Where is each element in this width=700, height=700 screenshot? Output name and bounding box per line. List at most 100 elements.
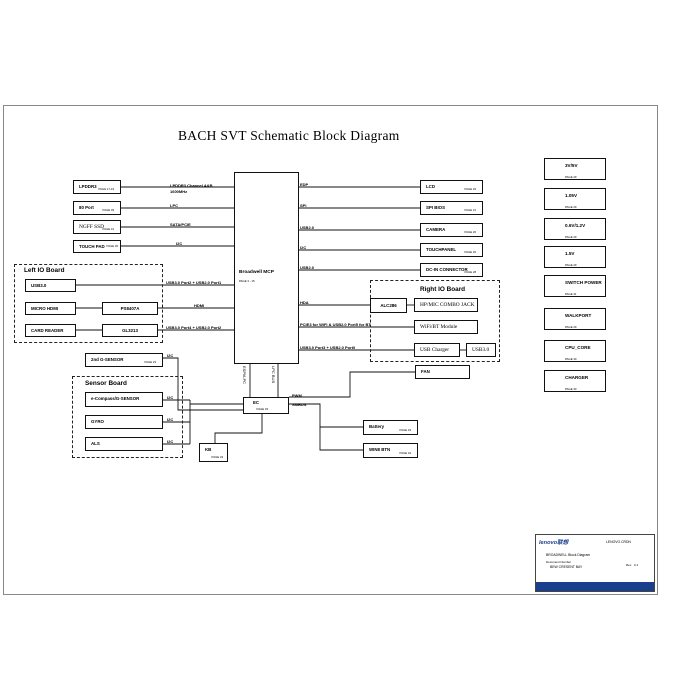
block-fan: FAN	[415, 365, 470, 379]
block-label: SPI BIOS	[426, 205, 446, 210]
block-label: PS8407A	[120, 306, 140, 311]
block-page: PAGE 34	[399, 451, 411, 455]
rail-page: PAGE 29	[565, 205, 577, 209]
block-camera: CAMERA PAGE 26	[420, 223, 483, 237]
block-page: PAGE 36	[106, 244, 118, 248]
block-label: GL3213	[122, 328, 138, 333]
rail-walkport: WALKPORT PAGE 29	[544, 308, 606, 330]
block-page: PAGE 31	[102, 227, 114, 231]
rail-page: PAGE 29	[565, 175, 577, 179]
signal-card: USB3.0 Port4 + USB2.0 Port2	[166, 325, 222, 330]
signal-i2c-ecompass: I2C	[167, 395, 174, 400]
doc-number-label: Document Number	[546, 560, 572, 564]
block-label: CAMERA	[426, 227, 446, 232]
block-win8-btn: WIN8 BTN PAGE 34	[363, 443, 418, 458]
rail-label: WALKPORT	[565, 313, 592, 318]
block-broadwell-mcp: Broadwell MCP PAGE 3 - 15	[234, 172, 299, 364]
block-touchpanel: TOUCHPANEL PAGE 26	[420, 243, 483, 257]
rail-label: CHARGER	[565, 375, 589, 380]
signal-sata-pcie: SATA/PCIE	[170, 222, 191, 227]
left-io-board	[14, 264, 163, 343]
wire-gsensor-ec	[163, 357, 243, 411]
block-micro-hdmi: MICRO HDMI	[25, 302, 76, 315]
block-label: LPDDR3	[79, 184, 97, 189]
rail-page: PAGE 29	[565, 235, 577, 239]
block-label: DC-IN CONNECTOR	[426, 267, 468, 272]
block-label: LCD	[426, 184, 436, 189]
signal-lpc-bus: LPC BUS	[271, 366, 276, 384]
rail-page: PAGE 30	[565, 387, 577, 391]
block-label: WIN8 BTN	[369, 447, 391, 452]
rail-label: SWITCH POWER	[565, 280, 602, 285]
signal-smbus: SMBUS	[292, 402, 307, 407]
block-spi-bios: SPI BIOS PAGE 31	[420, 201, 483, 215]
title-block: lenovo联想 LENOVO.CRDN BROADWELL Block Dia…	[535, 534, 655, 592]
company-name: LENOVO.CRDN	[606, 540, 631, 544]
block-alc286: ALC286	[370, 298, 407, 313]
block-usb30-left: USB3.0	[25, 279, 76, 292]
schematic-sheet	[3, 105, 658, 595]
diagram-title: BACH SVT Schematic Block Diagram	[178, 128, 400, 143]
rev-label: Rev	[626, 563, 632, 567]
block-label: Battery	[369, 424, 385, 429]
block-label: EC	[253, 400, 260, 405]
block-ec: EC PAGE 33	[243, 397, 289, 414]
signal-i2c-gsensor: I2C	[167, 353, 174, 358]
rail-page: PAGE 29	[565, 325, 577, 329]
block-ps8407a: PS8407A	[102, 302, 158, 315]
rail-label: 0.6V/1.2V	[565, 223, 586, 228]
block-gyro: GYRO	[85, 415, 163, 429]
wire-kb	[214, 414, 263, 443]
signal-i2c-touchpanel: I2C	[300, 245, 307, 250]
block-hp-mic-jack: HP/MIC COMBO JACK	[414, 298, 478, 312]
signal-hda: HDA	[300, 300, 309, 305]
rev-value: 0.1	[634, 563, 639, 567]
sensor-board	[72, 376, 183, 458]
block-label: TOUCHPANEL	[426, 247, 457, 252]
block-lpddr3: LPDDR3 PAGE 17-19	[73, 180, 121, 194]
block-page: PAGE 28	[464, 270, 476, 274]
block-card-reader: CARD READER	[25, 324, 76, 337]
block-label: HP/MIC COMBO JACK	[420, 302, 475, 308]
wire-win8	[319, 427, 363, 451]
block-page: PAGE 33	[399, 428, 411, 432]
block-label: MICRO HDMI	[31, 306, 59, 311]
block-ngff-ssd: NGFF SSD PAGE 31	[73, 220, 121, 234]
rail-label: 3V/5V	[565, 163, 578, 168]
right-io-board	[370, 280, 500, 362]
block-ecompass-gsensor: e-Compass/G-SENSOR	[85, 392, 163, 407]
block-page: PAGE 23	[144, 360, 156, 364]
block-page: PAGE 26	[464, 187, 476, 191]
block-touch-pad: TOUCH PAD PAGE 36	[73, 240, 121, 253]
block-label: USB3.0	[472, 347, 490, 353]
rail-page: PAGE 30	[565, 357, 577, 361]
block-2nd-g-sensor: 2nd G-SENSOR PAGE 23	[85, 353, 163, 367]
block-80-port: 80 Port PAGE 39	[73, 201, 121, 215]
block-label: ALS	[91, 441, 100, 446]
block-page: PAGE 26	[464, 230, 476, 234]
wire-fan	[289, 371, 415, 398]
signal-pcie-wifi: PCIE3 for WiFi & USB2.0 Port5 for BT	[300, 322, 371, 327]
block-als: ALS	[85, 437, 163, 451]
rail-label: 1.05V	[565, 193, 578, 198]
rail-label: 1.5V	[565, 251, 575, 256]
signal-lpddr3-channel: LPDDR3 Channel A&B	[170, 183, 213, 188]
block-gl3213: GL3213	[102, 324, 158, 337]
signal-espi: ESPI/LPC	[242, 366, 247, 385]
block-dc-in-connector: DC-IN CONNECTOR PAGE 28	[420, 263, 483, 277]
block-label: 80 Port	[79, 205, 94, 210]
lenovo-logo: lenovo联想	[539, 540, 569, 546]
cpu-page: PAGE 3 - 15	[239, 279, 255, 283]
wire-battery	[289, 403, 363, 428]
block-page: PAGE 17-19	[98, 187, 115, 191]
rail-page: PAGE 29	[565, 263, 577, 267]
block-label: KB	[205, 447, 212, 452]
signal-hdmi: HDMI	[194, 303, 205, 308]
block-lcd: LCD PAGE 26	[420, 180, 483, 194]
block-label: FAN	[421, 369, 430, 374]
rail-cpu-core: CPU_CORE PAGE 30	[544, 340, 606, 362]
doc-number-value: BEW CRESENT BAY	[550, 565, 583, 569]
block-page: PAGE 39	[102, 208, 114, 212]
block-usb-charger: USB Charger	[414, 343, 460, 357]
